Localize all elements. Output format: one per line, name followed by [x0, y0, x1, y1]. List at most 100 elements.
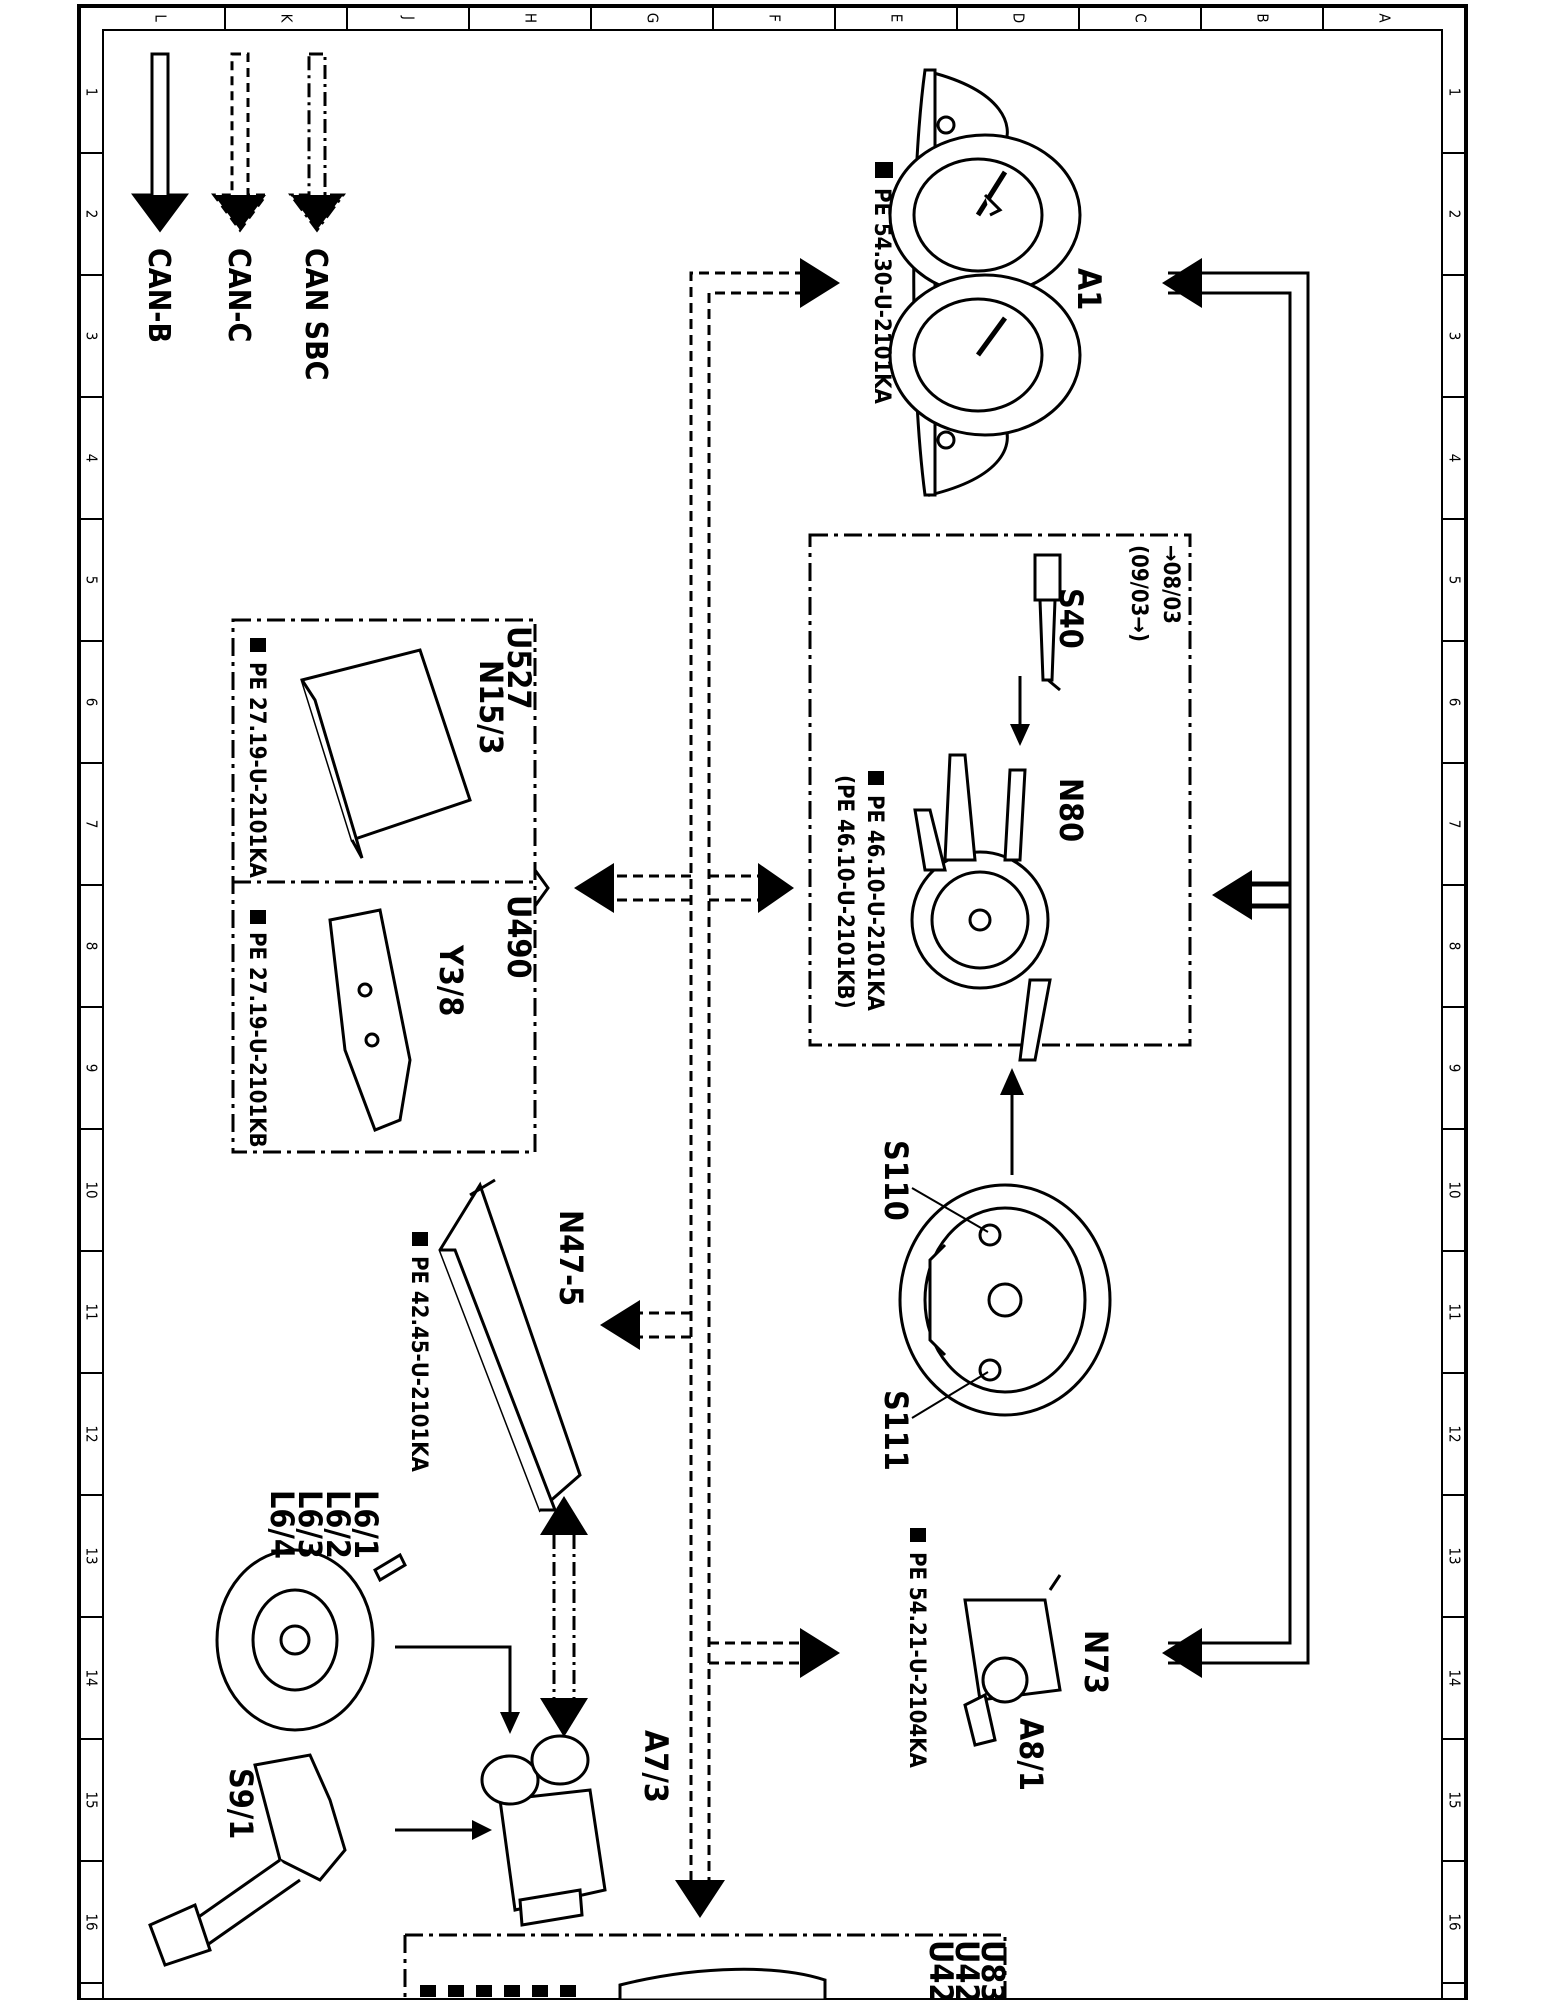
legend-can-b-label: CAN-B	[141, 248, 176, 343]
a1-ref: PE 54.30-U-2101KA	[869, 188, 894, 404]
grid-row-6-right: 6	[1446, 698, 1464, 707]
grid-row-15-right: 15	[1446, 1791, 1464, 1808]
grid-col-J: J	[400, 15, 418, 20]
l6-1-label: L6/1	[347, 1490, 385, 1559]
a1-ref-hand-icon	[875, 162, 893, 178]
grid-row-4-right: 4	[1446, 454, 1464, 463]
a8-1-label: A8/1	[1012, 1718, 1050, 1791]
legend-can-sbc-label: CAN SBC	[298, 248, 333, 380]
grid-col-G: G	[644, 13, 662, 23]
n80-box	[808, 533, 1192, 1047]
legend-can-c-label: CAN-C	[221, 248, 256, 342]
legend-can-sbc-arrow	[288, 52, 346, 233]
grid-row-7-right: 7	[1446, 820, 1464, 829]
grid-col-C: C	[1132, 13, 1150, 22]
grid-row-16-right: 16	[1446, 1913, 1464, 1930]
grid-row-10-right: 10	[1446, 1181, 1464, 1198]
s40-label: S40	[1052, 588, 1090, 649]
grid-row-3-right: 3	[1446, 332, 1464, 341]
legend-can-c-arrow	[211, 52, 269, 233]
can-sbc-link	[540, 1496, 588, 1737]
grid-row-1-left: 1	[83, 88, 101, 97]
grid-row-3-left: 3	[83, 332, 101, 341]
grid-row-7-left: 7	[83, 820, 101, 829]
n80-label: N80	[1052, 778, 1090, 842]
s40-lever-icon	[1033, 553, 1062, 692]
y3-8-label: Y3/8	[432, 944, 470, 1016]
grid-row-5-left: 5	[83, 576, 101, 585]
grid-row-16-left: 16	[83, 1913, 101, 1930]
grid-row-14-left: 14	[83, 1669, 101, 1686]
grid-row-ticks	[79, 152, 1466, 1984]
n80-ref-a: PE 46.10-U-2101KA	[862, 795, 887, 1011]
u527-u490-group	[231, 618, 550, 1154]
bottom-group	[403, 1933, 1007, 2000]
grid-row-8-right: 8	[1446, 942, 1464, 951]
n73-ref-hand-icon	[910, 1528, 926, 1542]
u834-label: U834	[974, 1940, 1012, 2000]
grid-row-2-left: 2	[83, 210, 101, 219]
n15-3-control-unit-icon	[300, 648, 472, 859]
grid-row-12-left: 12	[83, 1425, 101, 1442]
a7-3-hydraulic-unit-icon	[480, 1734, 607, 1927]
grid-row-11-left: 11	[83, 1303, 101, 1320]
u490-label: U490	[500, 895, 538, 978]
grid-row-13-right: 13	[1446, 1547, 1464, 1564]
grid-row-labels: 1 2 3 4 5 6 7 8 9 10 11 12 13 14 15 16 1…	[79, 88, 1466, 1984]
grid-col-K: K	[278, 14, 296, 24]
n15-3-label: N15/3	[472, 660, 510, 755]
grid-col-D: D	[1010, 13, 1028, 23]
n47-5-label: N47-5	[552, 1210, 590, 1306]
grid-row-5-right: 5	[1446, 576, 1464, 585]
grid-row-8-left: 8	[83, 942, 101, 951]
grid-row-13-left: 13	[83, 1547, 101, 1564]
grid-row-4-left: 4	[83, 454, 101, 463]
u42-label-b: U42	[922, 1940, 960, 2000]
n80-steering-column-module-icon	[910, 753, 1052, 1062]
grid-col-F: F	[766, 14, 784, 22]
n73-ignition-switch-icon	[963, 1574, 1062, 1747]
n73-ref: PE 54.21-U-2104KA	[904, 1552, 929, 1768]
steering-wheel-leaders	[911, 1187, 989, 1419]
l6-3-label: L6/3	[291, 1490, 329, 1559]
grid-col-A: A	[1376, 13, 1394, 23]
s110-label: S110	[877, 1140, 915, 1221]
can-c-arrowheads	[574, 258, 840, 1918]
signal-lines	[395, 676, 1022, 1832]
grid-row-2-right: 2	[1446, 210, 1464, 219]
can-b-arrowheads	[1162, 258, 1252, 1678]
grid-row-6-left: 6	[83, 698, 101, 707]
grid-col-E: E	[888, 14, 906, 23]
grid-row-10-left: 10	[83, 1181, 101, 1198]
grid-row-14-right: 14	[1446, 1669, 1464, 1686]
grid-column-labels: L K J H G F E D C B A	[152, 6, 1394, 30]
s9-1-label: S9/1	[222, 1768, 260, 1839]
n80-ref-b: (PE 46.10-U-2101KB)	[832, 775, 857, 1009]
s40-range-a: →08/03	[1158, 545, 1183, 624]
grid-col-L: L	[152, 14, 170, 22]
a1-label: A1	[1070, 268, 1108, 310]
grid-row-1-right: 1	[1446, 88, 1464, 97]
l6-4-label: L6/4	[263, 1490, 301, 1559]
n47-5-control-unit-icon	[438, 1178, 582, 1513]
grid-row-9-left: 9	[83, 1064, 101, 1073]
s9-1-brake-pedal-icon	[148, 1753, 347, 1967]
l6-brake-disc-icon	[215, 1548, 407, 1732]
y3-8-ref-hand-icon	[250, 910, 266, 924]
grid-row-11-right: 11	[1446, 1303, 1464, 1320]
a7-3-label: A7/3	[637, 1730, 675, 1803]
grid-col-H: H	[522, 13, 540, 23]
y3-8-ref: PE 27.19-U-2101KB	[244, 932, 269, 1148]
can-c-bus	[613, 271, 805, 1883]
grid-row-9-right: 9	[1446, 1064, 1464, 1073]
n15-3-ref-hand-icon	[250, 638, 266, 652]
signal-arrowheads	[472, 724, 1030, 1840]
steering-wheel-icon	[898, 1183, 1112, 1417]
s40-range-b: (09/03→)	[1126, 545, 1151, 642]
n80-ref-hand-icon	[868, 771, 884, 785]
n15-3-ref: PE 27.19-U-2101KA	[244, 662, 269, 878]
grid-row-numbers-left: 1 2 3 4 5 6 7 8 9 10 11 12 13 14 15 16	[83, 88, 101, 1931]
y3-8-valve-body-icon	[328, 908, 412, 1132]
grid-col-B: B	[1254, 13, 1272, 22]
